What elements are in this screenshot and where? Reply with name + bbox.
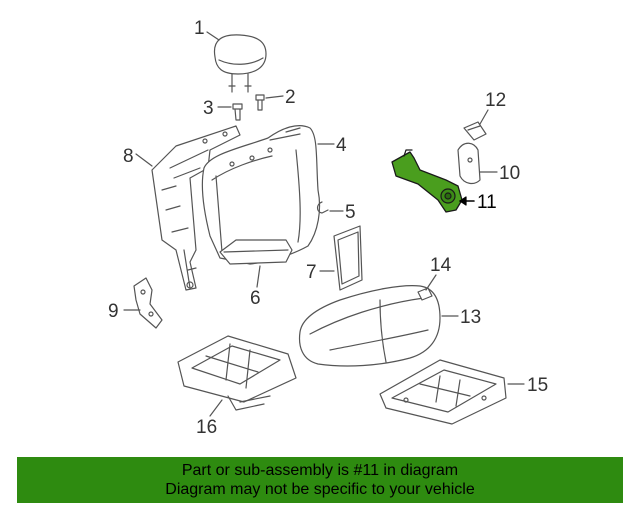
callout-13: 13	[460, 307, 481, 328]
callout-16: 16	[196, 417, 217, 438]
callout-6: 6	[250, 288, 261, 309]
part-4-seat-back-cover[interactable]	[201, 125, 321, 265]
callout-14: 14	[430, 255, 452, 276]
callout-15: 15	[527, 375, 548, 396]
part-9-bracket[interactable]	[133, 277, 163, 329]
callout-1: 1	[194, 18, 205, 39]
leader-lines	[123, 31, 525, 417]
callout-11: 11	[477, 192, 497, 213]
callout-4: 4	[336, 135, 347, 156]
callout-8: 8	[123, 146, 134, 167]
fitment-notice-banner: Part or sub-assembly is #11 in diagram D…	[17, 457, 623, 503]
part-8-seat-back-frame[interactable]	[151, 125, 241, 291]
part-7-panel[interactable]	[333, 225, 363, 291]
part-13-seat-cushion[interactable]	[298, 285, 441, 367]
seat-parts-diagram: 1 2 3 4 5 6 7 8 9 10 11 12 13 14 15 16	[108, 18, 548, 438]
part-16-cushion-frame[interactable]	[177, 335, 297, 411]
notice-line-2: Diagram may not be specific to your vehi…	[165, 481, 475, 498]
callout-9: 9	[108, 301, 119, 322]
notice-line-1: Part or sub-assembly is #11 in diagram	[181, 462, 459, 479]
part-10-cover[interactable]	[457, 142, 481, 185]
part-11-link-rod[interactable]	[391, 149, 463, 213]
part-3-bolt[interactable]	[232, 103, 243, 121]
callout-10: 10	[499, 163, 520, 184]
part-12-knob[interactable]	[463, 121, 487, 141]
callout-5: 5	[345, 202, 356, 223]
callout-7: 7	[306, 262, 317, 283]
callout-12: 12	[485, 90, 506, 111]
part-15-cushion-frame[interactable]	[379, 359, 507, 425]
part-14-clip[interactable]	[417, 287, 433, 301]
callout-3: 3	[203, 98, 214, 119]
part-5-clip[interactable]	[316, 201, 329, 214]
part-1-headrest[interactable]	[213, 34, 267, 93]
callout-2: 2	[285, 87, 296, 108]
part-2-bolt[interactable]	[255, 94, 265, 111]
part-6-armrest[interactable]	[219, 239, 293, 265]
